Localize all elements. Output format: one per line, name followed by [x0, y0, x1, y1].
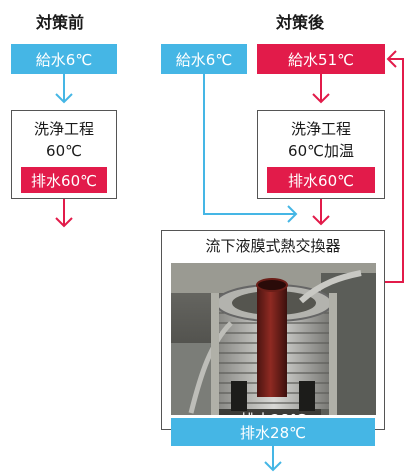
exchanger-drain-arrowhead — [264, 461, 282, 472]
before-drain-tag: 排水60℃ — [21, 167, 107, 193]
heat-exchanger-box: 流下液膜式熱交換器 — [161, 230, 385, 430]
before-supply-arrowhead — [55, 93, 73, 104]
before-process-box: 洗浄工程 60℃ 排水60℃ — [11, 110, 117, 199]
before-process-name: 洗浄工程 — [33, 120, 94, 138]
after-process-temp: 60℃加温 — [288, 142, 354, 160]
after-cold-supply-tag: 給水6℃ — [161, 44, 247, 74]
after-hot-supply-tag: 給水51℃ — [257, 44, 385, 74]
heat-return-loop — [385, 58, 404, 283]
after-drain-tag: 排水60℃ — [267, 167, 375, 193]
heat-exchanger-photo — [171, 263, 376, 415]
heat-return-arrowhead — [386, 50, 397, 68]
before-supply-tag: 給水6℃ — [11, 44, 117, 74]
heat-exchanger-title: 流下液膜式熱交換器 — [205, 237, 341, 255]
after-heading: 対策後 — [275, 13, 324, 32]
cold-supply-route — [203, 74, 296, 215]
after-process-box: 洗浄工程 60℃加温 排水60℃ — [257, 110, 385, 199]
before-process-temp: 60℃ — [46, 142, 82, 160]
after-hot-supply-arrowhead — [312, 93, 330, 104]
cold-supply-route-arrowhead — [287, 205, 298, 223]
after-drain-arrowhead — [312, 215, 330, 226]
heat-exchanger-drain-bar: 排水28℃ — [171, 418, 375, 446]
before-heading: 対策前 — [35, 13, 84, 32]
after-process-name: 洗浄工程 — [290, 120, 351, 138]
before-drain-arrowhead — [55, 217, 73, 228]
